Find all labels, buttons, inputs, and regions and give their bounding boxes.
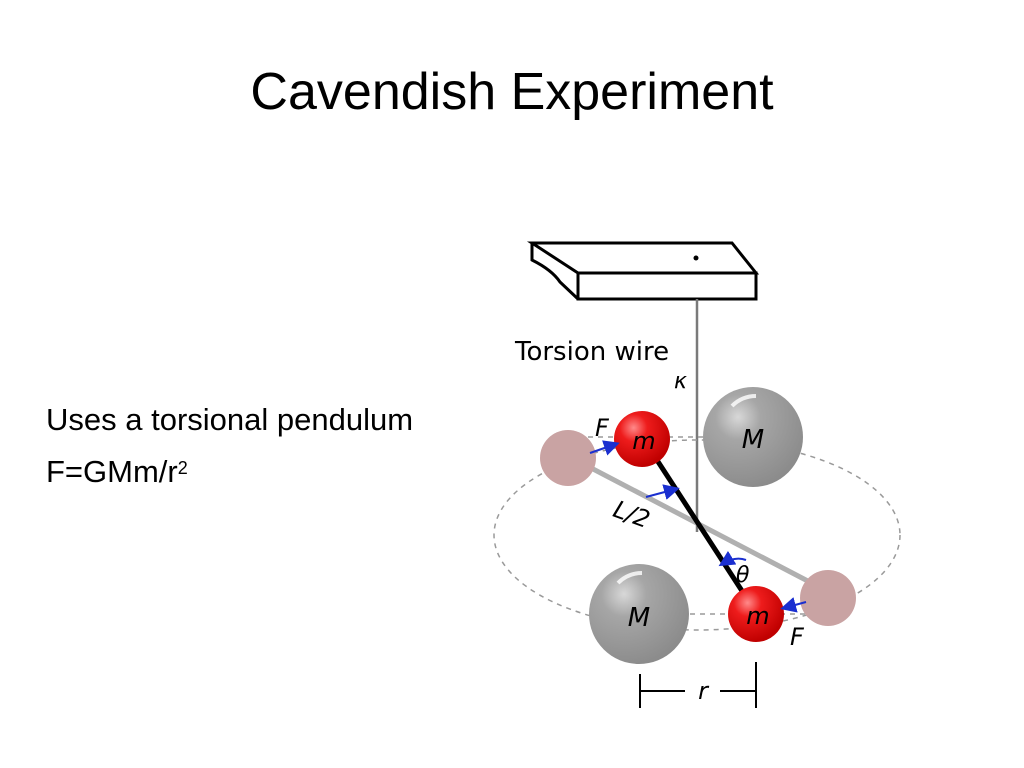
bullet-force-formula: F=GMm/r2: [46, 446, 413, 498]
ceiling-support: [526, 241, 760, 301]
distance-r-dimension: r: [639, 662, 757, 708]
orbit-path: [493, 439, 901, 631]
ghost-mass-right: [800, 570, 856, 626]
half-length-label: L/2: [610, 495, 654, 534]
bullet-torsional-pendulum: Uses a torsional pendulum: [46, 402, 414, 437]
small-mass-bottom: m: [728, 586, 784, 642]
distance-r-label: r: [698, 677, 710, 705]
kappa-label: κ: [674, 369, 687, 394]
force-arrow-top: [589, 440, 620, 456]
small-mass-top: m: [614, 411, 670, 467]
bullet-list: Uses a torsional pendulum F=GMm/r2: [46, 394, 413, 498]
large-mass-bottom: M: [589, 564, 689, 664]
formula-main: F=GMm/r: [46, 454, 178, 489]
support-dot: [693, 255, 699, 261]
cavendish-diagram: M M m m Torsion wire κ F F L/2 θ: [493, 241, 901, 708]
force-label-top: F: [595, 414, 610, 442]
force-label-bottom: F: [790, 623, 805, 651]
force-arrow-bottom: [780, 597, 807, 613]
half-length-arrow: [645, 484, 680, 500]
large-mass-bottom-label: M: [628, 603, 650, 633]
large-mass-top: M: [703, 387, 803, 487]
small-mass-bottom-label: m: [746, 602, 769, 630]
deflected-rod: [639, 435, 760, 616]
slide-title: Cavendish Experiment: [250, 63, 774, 121]
ghost-mass-left: [540, 430, 596, 486]
formula-exponent: 2: [177, 458, 188, 478]
angle-arrow: [718, 550, 747, 567]
torsion-wire-label: Torsion wire: [514, 337, 669, 367]
large-mass-top-label: M: [742, 425, 764, 455]
small-mass-top-label: m: [632, 427, 655, 455]
angle-label: θ: [736, 563, 750, 588]
